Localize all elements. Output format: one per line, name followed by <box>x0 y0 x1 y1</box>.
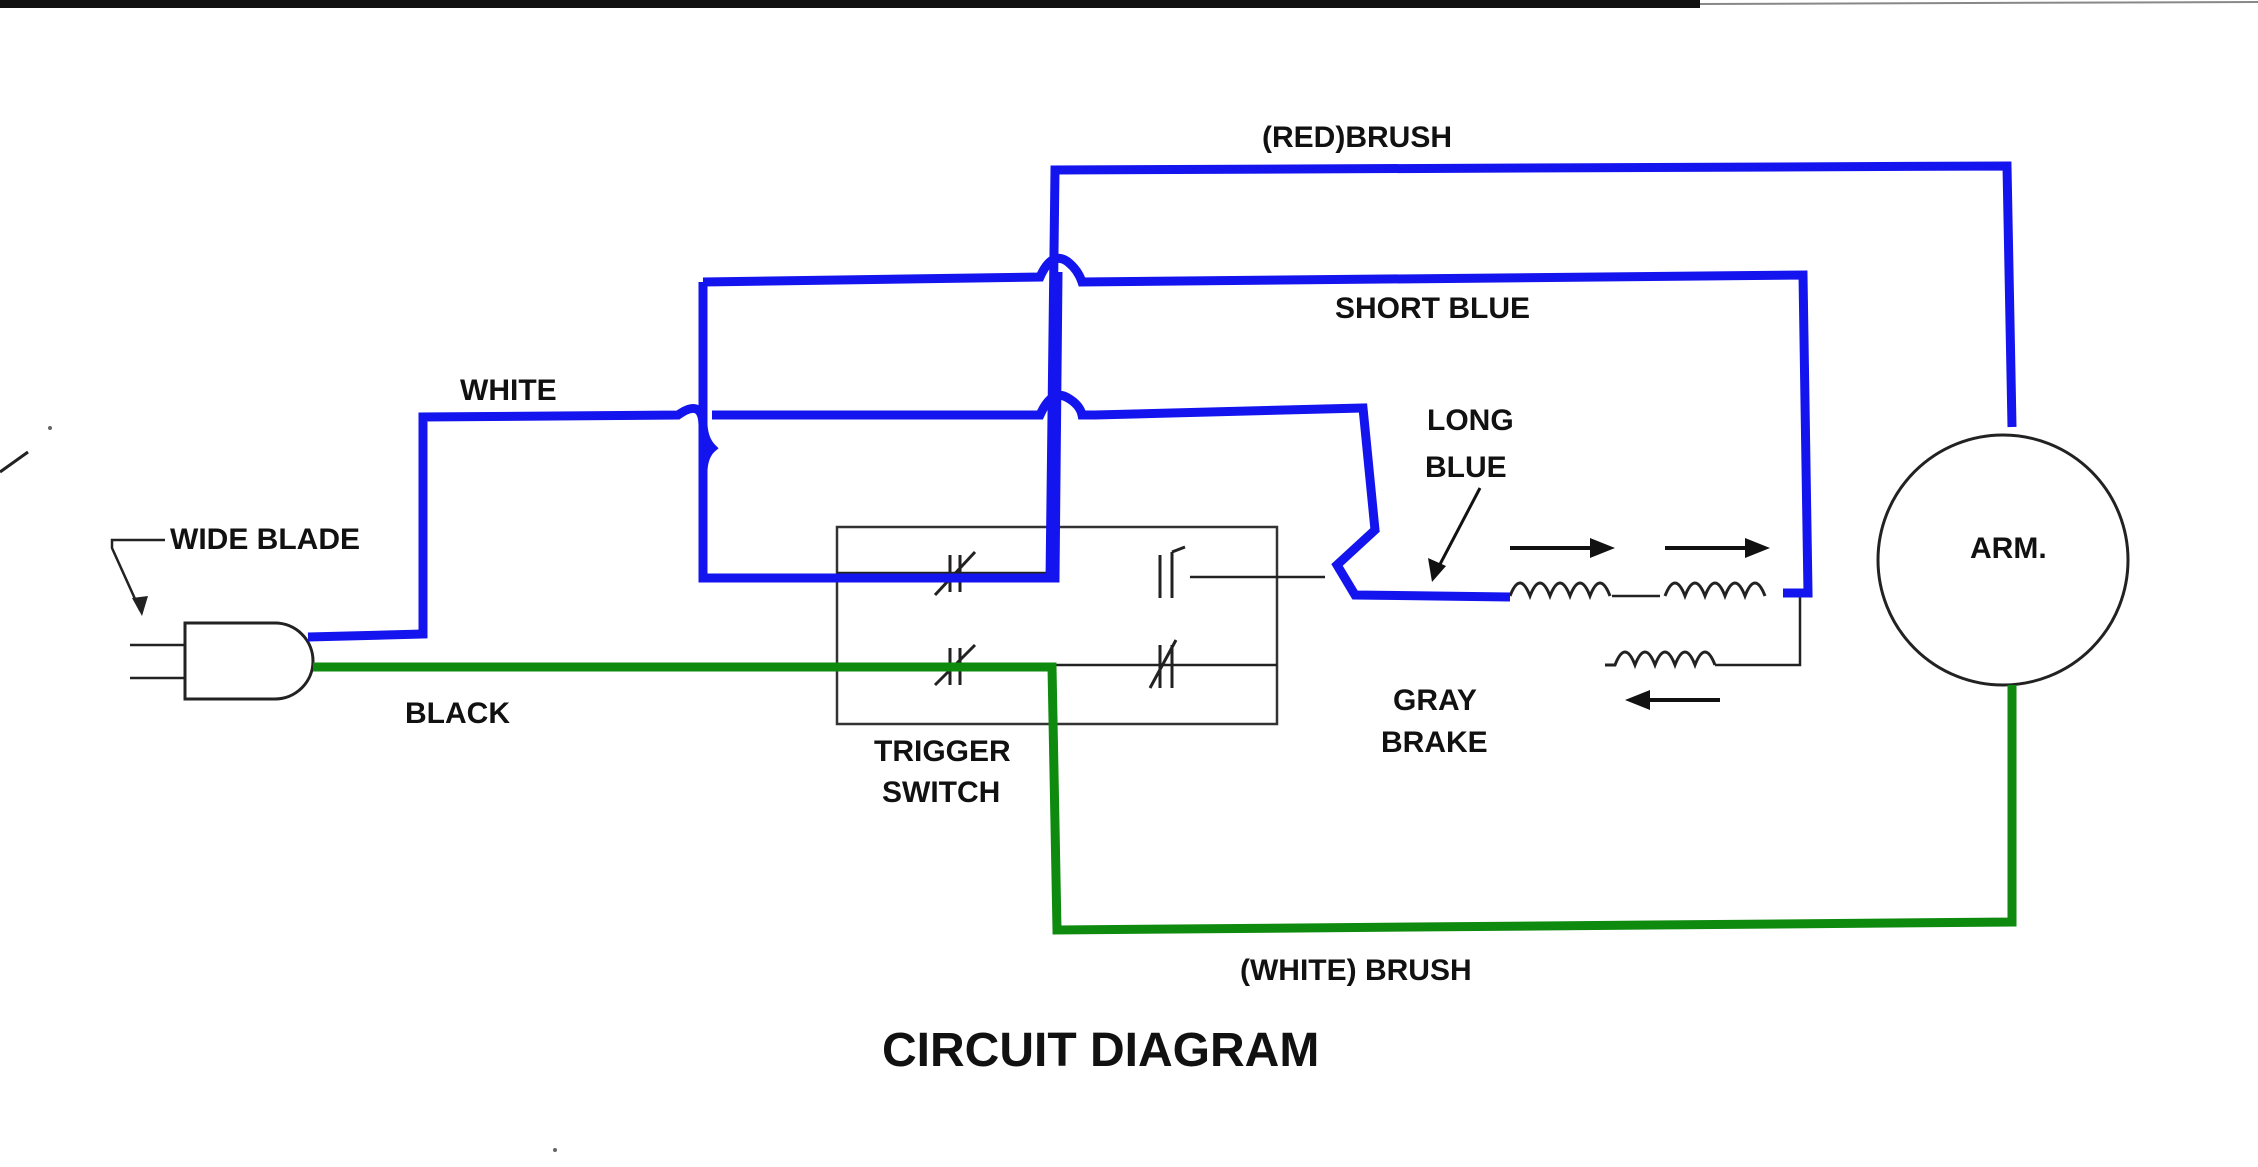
field-coil-upper-right <box>1663 581 1767 601</box>
trigger-switch <box>835 525 1325 726</box>
label-white-brush: (WHITE) BRUSH <box>1240 954 1472 987</box>
label-trigger: TRIGGER <box>874 735 1011 768</box>
label-wide-blade: WIDE BLADE <box>170 523 360 556</box>
label-red-brush: (RED)BRUSH <box>1262 121 1452 154</box>
white-wire <box>307 403 719 642</box>
arrow-right-1 <box>1510 538 1615 558</box>
label-brake: BRAKE <box>1381 726 1488 759</box>
short-blue-wire-top <box>702 253 1813 598</box>
margin-mark <box>0 450 29 474</box>
black-wire-white-brush <box>313 662 2017 935</box>
label-long: LONG <box>1427 404 1514 437</box>
wide-blade-arrow-head <box>132 596 148 616</box>
white-wire-right <box>712 390 1511 602</box>
scan-speck <box>48 426 52 430</box>
label-short-blue: SHORT BLUE <box>1335 292 1530 325</box>
armature <box>1876 433 2130 687</box>
brake-coil <box>1605 650 1717 670</box>
plug-body <box>183 621 315 701</box>
red-brush-wire <box>1045 161 2017 581</box>
arrow-right-2 <box>1665 538 1770 558</box>
blue-wires <box>307 161 2017 642</box>
label-black: BLACK <box>405 697 510 730</box>
label-blue: BLUE <box>1425 451 1507 484</box>
label-switch: SWITCH <box>882 776 1000 809</box>
top-scan-edge <box>0 0 1700 8</box>
scan-speck <box>553 1148 557 1152</box>
field-coil-upper-left <box>1508 581 1612 601</box>
label-armature: ARM. <box>1970 532 2047 565</box>
arrow-left <box>1625 690 1720 710</box>
plug <box>110 538 315 701</box>
switch-contact-no-upper <box>1158 545 1186 598</box>
label-white: WHITE <box>460 374 557 407</box>
wide-blade-leader <box>110 538 165 611</box>
label-gray: GRAY <box>1393 684 1477 717</box>
switch-contact-no-lower <box>1148 639 1178 689</box>
top-scan-edge-fade <box>1699 1 2258 5</box>
brake-return-line <box>1715 590 1802 667</box>
long-blue-leader <box>1428 487 1482 582</box>
diagram-title: CIRCUIT DIAGRAM <box>882 1024 1319 1077</box>
short-blue-wire-left <box>698 271 1063 583</box>
